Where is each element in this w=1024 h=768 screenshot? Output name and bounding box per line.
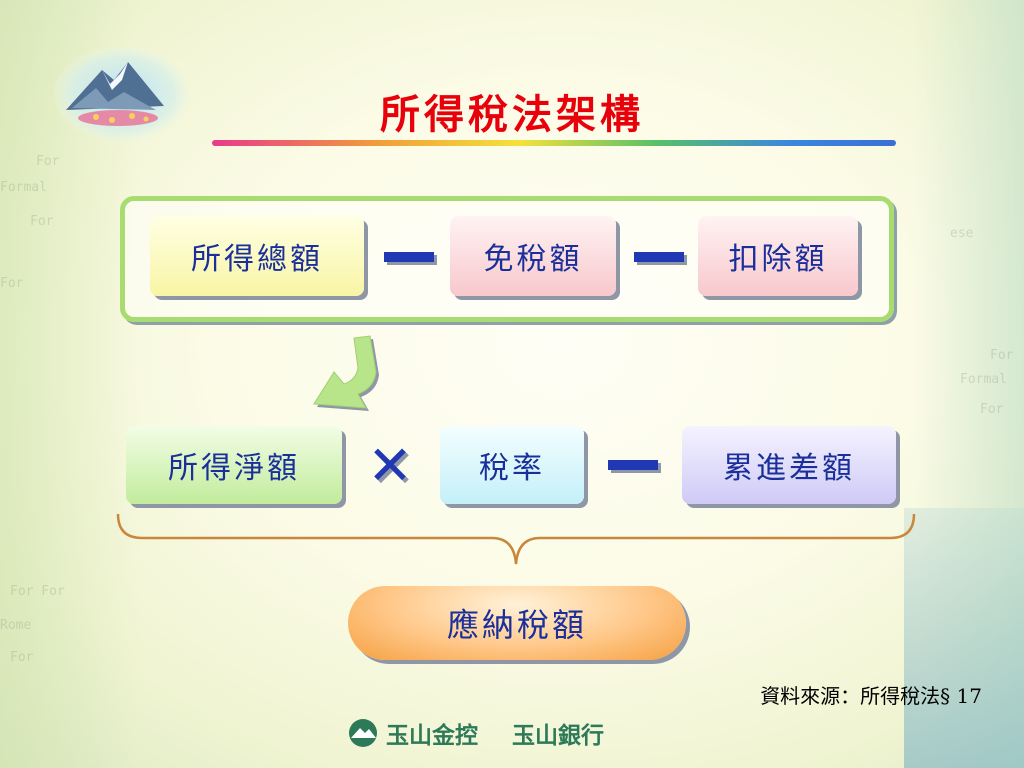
footer-brand: 玉山金控 玉山銀行 <box>346 716 604 750</box>
net-income-box: 所得淨額 <box>126 426 342 504</box>
deduction-box: 扣除額 <box>698 216 858 296</box>
watermark-text: Formal <box>960 372 1007 387</box>
exemption-box: 免稅額 <box>450 216 616 296</box>
title-underline <box>212 140 896 146</box>
watermark-text: For <box>980 402 1004 417</box>
watermark-text: Rome <box>0 618 32 633</box>
holding-name: 玉山金控 <box>386 723 478 749</box>
watermark-text: Formal <box>0 180 47 195</box>
mountain-logo-icon <box>349 719 377 747</box>
watermark-text: For <box>10 650 34 665</box>
watermark-text: For <box>0 276 24 291</box>
gross-income-box: 所得總額 <box>150 216 364 296</box>
minus-operator-3 <box>608 460 658 470</box>
curly-brace <box>116 513 916 565</box>
watermark-text: For <box>36 154 60 169</box>
tax-payable-result: 應納稅額 <box>348 586 686 660</box>
bank-name: 玉山銀行 <box>512 723 604 749</box>
progressive-difference-box: 累進差額 <box>682 426 896 504</box>
minus-operator-1 <box>384 252 434 262</box>
background-bottom-right-tint <box>904 508 1024 768</box>
curved-down-arrow-icon <box>313 335 379 411</box>
multiply-operator: ✕ <box>367 434 413 497</box>
source-citation: 資料來源：所得稅法§ 17 <box>760 684 982 708</box>
watermark-text: ese <box>950 226 974 241</box>
watermark-text: For <box>990 348 1014 363</box>
watermark-text: For <box>30 214 54 229</box>
tax-rate-box: 稅率 <box>440 426 584 504</box>
mountain-emblem-icon <box>54 46 190 142</box>
minus-operator-2 <box>634 252 684 262</box>
page-title: 所得稅法架構 <box>380 91 644 138</box>
watermark-text: For For <box>10 584 65 599</box>
